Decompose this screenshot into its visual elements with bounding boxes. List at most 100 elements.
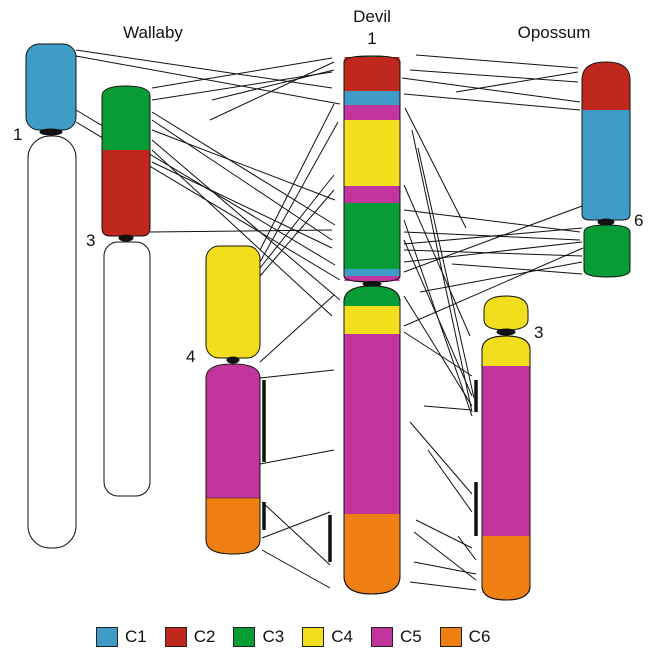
connector-line xyxy=(415,519,473,549)
devil-band-c4 xyxy=(344,120,400,186)
legend-item-c5: C5 xyxy=(370,627,422,647)
devil-band-c5 xyxy=(344,334,400,514)
legend-item-c6: C6 xyxy=(439,627,490,647)
opossum-chr3-centromere xyxy=(496,328,516,336)
legend-label: C1 xyxy=(125,627,147,646)
legend-swatch-c6 xyxy=(439,627,462,647)
connector-line xyxy=(151,139,341,301)
legend-label: C2 xyxy=(193,627,216,646)
opossum-band-c5 xyxy=(482,366,530,536)
connector-line xyxy=(417,147,475,399)
devil-band-c5 xyxy=(344,186,400,203)
connector-line xyxy=(403,331,473,377)
connector-line xyxy=(409,421,473,495)
connector-line xyxy=(423,405,473,411)
connector-line xyxy=(457,535,477,561)
connector-line xyxy=(261,511,331,539)
devil-band-c4 xyxy=(344,306,400,334)
connector-line xyxy=(403,209,581,233)
wallaby-chr3-centromere xyxy=(118,234,134,242)
connector-line xyxy=(415,54,579,69)
connector-line xyxy=(149,229,333,233)
devil-chr1-p-outline xyxy=(343,55,401,283)
color-legend: C1 C2 C3 C4 C5 C6 xyxy=(96,627,508,647)
wallaby-chromosome-1 xyxy=(25,43,77,549)
devil-chromosome-1 xyxy=(343,55,401,595)
connector-line xyxy=(413,531,477,581)
connector-line xyxy=(259,369,335,379)
connector-line xyxy=(259,103,335,251)
connector-line xyxy=(401,77,581,103)
opossum-chr6-q-arm xyxy=(583,224,631,278)
connector-line xyxy=(403,239,473,397)
connector-line xyxy=(404,107,467,229)
connector-line xyxy=(259,449,335,465)
connector-line xyxy=(211,69,335,101)
wallaby-title: Wallaby xyxy=(123,23,183,42)
devil-chr1-number: 1 xyxy=(367,29,376,48)
opossum-chr3-q-outline xyxy=(481,335,531,601)
devil-chr1-q-outline xyxy=(343,285,401,595)
wallaby-chromosome-3 xyxy=(101,85,151,497)
legend-label: C5 xyxy=(399,627,422,646)
connector-line xyxy=(151,119,333,241)
legend-swatch-c3 xyxy=(233,627,256,647)
connector-line xyxy=(451,263,583,275)
inversion-brackets xyxy=(262,380,478,562)
opossum-chromosome-3 xyxy=(481,295,531,601)
legend-swatch-c4 xyxy=(302,627,325,647)
devil-band-c1 xyxy=(344,269,400,276)
wallaby-chr3-q-arm xyxy=(103,241,151,497)
connector-line xyxy=(151,161,333,249)
connector-line xyxy=(413,561,477,575)
connector-line xyxy=(409,69,579,83)
connector-line xyxy=(75,49,333,89)
legend-item-c1: C1 xyxy=(96,627,147,647)
legend-item-c2: C2 xyxy=(164,627,216,647)
wallaby-chr3-number: 3 xyxy=(86,231,95,250)
devil-band-c1 xyxy=(344,91,400,105)
wallaby-chr4-c5-band xyxy=(206,364,260,498)
legend-label: C3 xyxy=(262,627,285,646)
connector-line xyxy=(403,184,471,337)
connector-line xyxy=(403,249,583,257)
connector-line xyxy=(403,205,583,273)
wallaby-chr4-p-arm xyxy=(205,245,261,359)
connector-lines xyxy=(75,49,584,591)
legend-swatch-c2 xyxy=(164,627,187,647)
devil-band-c3 xyxy=(344,286,400,306)
connector-line xyxy=(261,549,331,589)
connector-line xyxy=(409,581,477,591)
connector-line xyxy=(261,501,331,566)
connector-line xyxy=(151,149,333,317)
legend-item-c3: C3 xyxy=(233,627,284,647)
connector-line xyxy=(419,261,583,293)
legend-label: C4 xyxy=(331,627,353,646)
connector-line xyxy=(259,294,335,363)
devil-title: Devil xyxy=(353,7,391,26)
connector-line xyxy=(403,295,473,407)
legend-item-c4: C4 xyxy=(302,627,353,647)
devil-band-c5 xyxy=(344,276,400,281)
connector-line xyxy=(403,247,584,327)
legend-swatch-c1 xyxy=(96,627,118,647)
connector-line xyxy=(427,449,473,513)
wallaby-chr1-p-arm xyxy=(25,43,77,131)
wallaby-chr4-number: 4 xyxy=(186,347,195,366)
connector-line xyxy=(259,121,339,263)
devil-band-c5 xyxy=(344,105,400,120)
connector-line xyxy=(403,227,583,245)
connector-line xyxy=(455,71,579,93)
wallaby-chr3-c3-band xyxy=(102,86,150,150)
connector-line xyxy=(209,61,335,121)
devil-band-c2 xyxy=(344,57,400,91)
opossum-chromosome-6 xyxy=(581,61,631,278)
connector-line xyxy=(259,189,335,277)
opossum-chr6-centromere xyxy=(597,218,615,226)
wallaby-chr1-q-arm xyxy=(27,135,77,549)
opossum-chr3-number: 3 xyxy=(534,323,543,342)
connector-line xyxy=(151,111,336,226)
opossum-chr6-number: 6 xyxy=(634,211,643,230)
connector-line xyxy=(151,129,336,201)
